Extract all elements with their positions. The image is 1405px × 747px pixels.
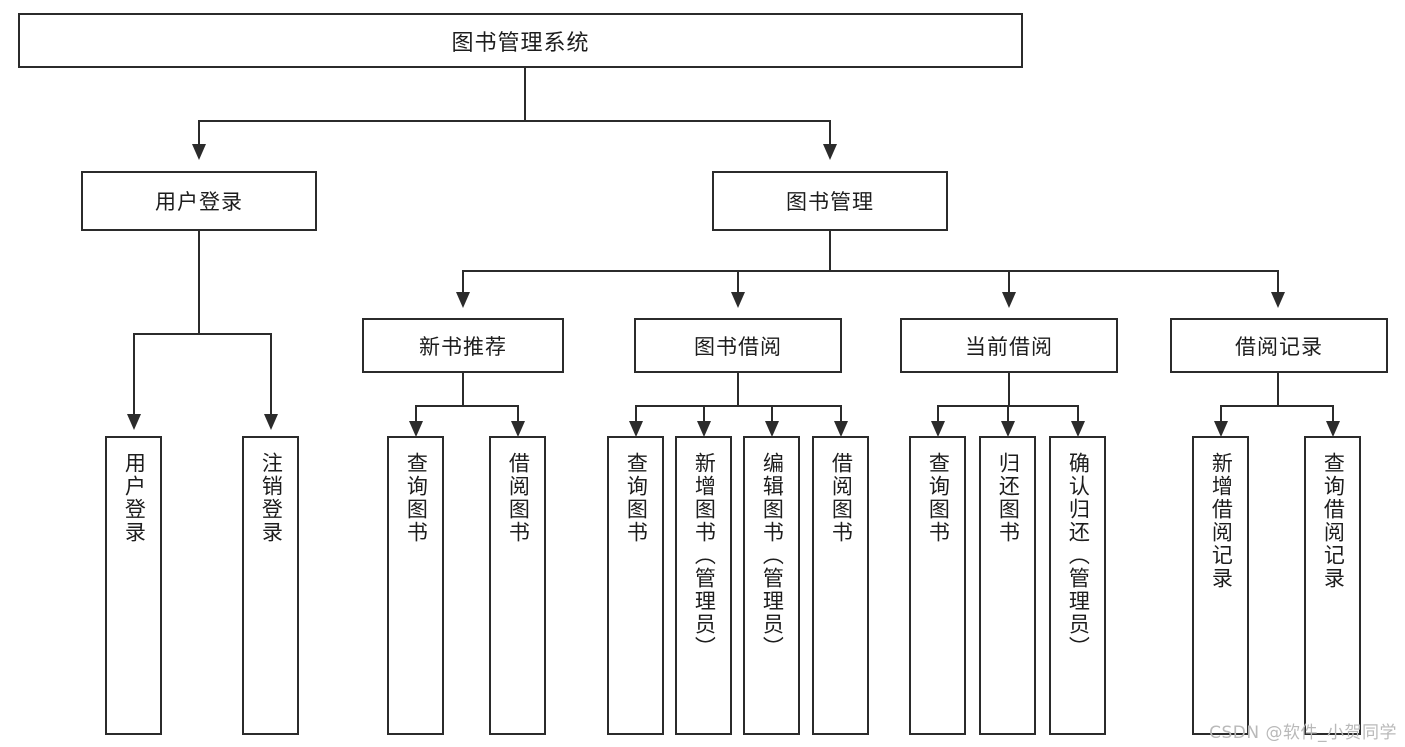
leaf-edit-book-admin[interactable]: 编辑图书（管理员）: [743, 436, 800, 735]
connector-currentborrow-to-leaf-3: [1077, 405, 1079, 425]
leaf-add-borrow-record[interactable]: 新增借阅记录: [1192, 436, 1249, 735]
connector-root-bus: [199, 120, 831, 122]
connector-bookborrow-to-leaf-3: [771, 405, 773, 425]
leaf-label: 注销登录: [259, 452, 284, 544]
leaf-borrow-book-recommend[interactable]: 借阅图书: [489, 436, 546, 735]
node-label: 新书推荐: [419, 334, 507, 359]
connector-bookborrow-bus: [636, 405, 842, 407]
arrow-root-to-book-management: [823, 144, 837, 160]
connector-root-stem: [524, 68, 526, 121]
leaf-label: 查询图书: [624, 452, 649, 544]
node-book-management[interactable]: 图书管理: [712, 171, 948, 231]
node-label: 当前借阅: [965, 334, 1053, 359]
connector-borrowrecord-stem: [1277, 373, 1279, 407]
node-label: 图书借阅: [694, 334, 782, 359]
arrow-bookborrow-to-leaf-2: [697, 421, 711, 437]
connector-newbook-to-leaf-2: [517, 405, 519, 425]
node-label: 借阅记录: [1235, 334, 1323, 359]
connector-bookborrow-to-leaf-4: [840, 405, 842, 425]
arrow-bookborrow-to-leaf-3: [765, 421, 779, 437]
connector-currentborrow-to-leaf-1: [937, 405, 939, 425]
connector-user-login-bus: [134, 333, 272, 335]
connector-bm-to-current-borrow: [1008, 270, 1010, 294]
connector-bookborrow-to-leaf-1: [635, 405, 637, 425]
node-user-login[interactable]: 用户登录: [81, 171, 317, 231]
arrow-newbook-to-leaf-1: [409, 421, 423, 437]
arrow-newbook-to-leaf-2: [511, 421, 525, 437]
connector-borrowrecord-to-leaf-1: [1220, 405, 1222, 425]
connector-newbook-stem: [462, 373, 464, 407]
leaf-query-borrow-record[interactable]: 查询借阅记录: [1304, 436, 1361, 735]
leaf-query-book-recommend[interactable]: 查询图书: [387, 436, 444, 735]
connector-user-login-to-leaf-2: [270, 333, 272, 416]
connector-book-management-stem: [829, 231, 831, 272]
node-book-borrow[interactable]: 图书借阅: [634, 318, 842, 373]
node-new-book-recommend[interactable]: 新书推荐: [362, 318, 564, 373]
leaf-label: 查询借阅记录: [1321, 452, 1346, 590]
leaf-label: 借阅图书: [506, 452, 531, 544]
leaf-label: 借阅图书: [829, 452, 854, 544]
connector-bookborrow-to-leaf-2: [703, 405, 705, 425]
leaf-label: 查询图书: [404, 452, 429, 544]
leaf-label: 编辑图书（管理员）: [760, 452, 785, 659]
arrow-bm-to-current-borrow: [1002, 292, 1016, 308]
arrow-currentborrow-to-leaf-3: [1071, 421, 1085, 437]
connector-user-login-to-leaf-1: [133, 333, 135, 416]
arrow-user-login-to-leaf-1: [127, 414, 141, 430]
leaf-label: 新增借阅记录: [1209, 452, 1234, 590]
node-current-borrow[interactable]: 当前借阅: [900, 318, 1118, 373]
leaf-label: 确认归还（管理员）: [1066, 452, 1091, 659]
connector-bm-to-new-book: [462, 270, 464, 294]
leaf-user-login[interactable]: 用户登录: [105, 436, 162, 735]
arrow-bookborrow-to-leaf-4: [834, 421, 848, 437]
node-label: 用户登录: [155, 190, 243, 214]
arrow-bm-to-book-borrow: [731, 292, 745, 308]
connector-bm-to-borrow-record: [1277, 270, 1279, 294]
leaf-label: 归还图书: [996, 452, 1021, 544]
arrow-borrowrecord-to-leaf-2: [1326, 421, 1340, 437]
node-borrow-record[interactable]: 借阅记录: [1170, 318, 1388, 373]
connector-root-to-book-management: [829, 120, 831, 146]
connector-currentborrow-stem: [1008, 373, 1010, 407]
leaf-label: 用户登录: [122, 452, 147, 544]
connector-newbook-to-leaf-1: [415, 405, 417, 425]
leaf-query-book-current[interactable]: 查询图书: [909, 436, 966, 735]
leaf-label: 查询图书: [926, 452, 951, 544]
leaf-return-book[interactable]: 归还图书: [979, 436, 1036, 735]
arrow-borrowrecord-to-leaf-1: [1214, 421, 1228, 437]
leaf-label: 新增图书（管理员）: [692, 452, 717, 659]
leaf-logout[interactable]: 注销登录: [242, 436, 299, 735]
connector-book-management-bus: [463, 270, 1279, 272]
arrow-bm-to-borrow-record: [1271, 292, 1285, 308]
connector-borrowrecord-to-leaf-2: [1332, 405, 1334, 425]
connector-currentborrow-to-leaf-2: [1007, 405, 1009, 425]
leaf-add-book-admin[interactable]: 新增图书（管理员）: [675, 436, 732, 735]
arrow-root-to-user-login: [192, 144, 206, 160]
leaf-borrow-book[interactable]: 借阅图书: [812, 436, 869, 735]
arrow-user-login-to-leaf-2: [264, 414, 278, 430]
node-label: 图书管理系统: [451, 30, 590, 56]
arrow-currentborrow-to-leaf-1: [931, 421, 945, 437]
leaf-confirm-return-admin[interactable]: 确认归还（管理员）: [1049, 436, 1106, 735]
arrow-currentborrow-to-leaf-2: [1001, 421, 1015, 437]
leaf-query-book-borrow[interactable]: 查询图书: [607, 436, 664, 735]
connector-newbook-bus: [416, 405, 519, 407]
connector-bookborrow-stem: [737, 373, 739, 407]
connector-root-to-user-login: [198, 120, 200, 146]
arrow-bm-to-new-book: [456, 292, 470, 308]
connector-user-login-stem: [198, 231, 200, 334]
connector-bm-to-book-borrow: [737, 270, 739, 294]
node-book-management-system[interactable]: 图书管理系统: [18, 13, 1023, 68]
connector-borrowrecord-bus: [1221, 405, 1334, 407]
arrow-bookborrow-to-leaf-1: [629, 421, 643, 437]
node-label: 图书管理: [786, 190, 874, 214]
